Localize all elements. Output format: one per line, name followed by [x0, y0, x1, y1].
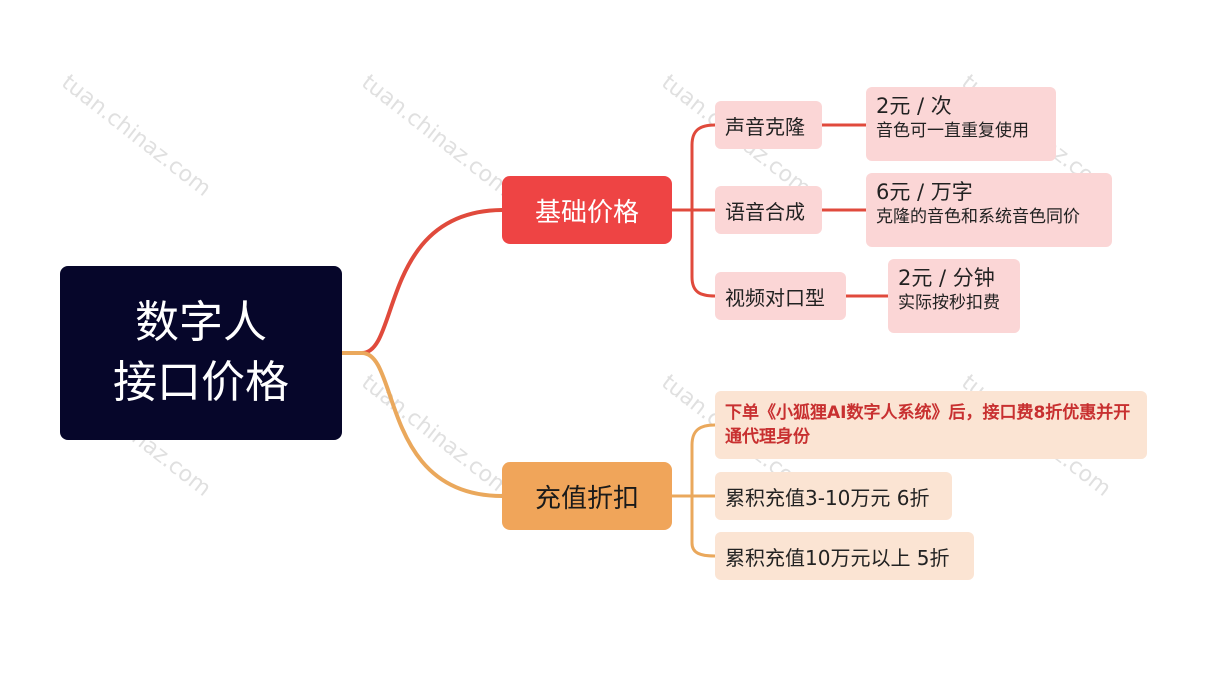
- connector-root-recharge: [340, 351, 504, 498]
- note-text: 音色可一直重复使用: [876, 121, 1029, 141]
- root-title-line2: 接口价格: [113, 357, 289, 408]
- connector-root-basic: [340, 208, 504, 355]
- price-text: 2元 / 次: [876, 94, 952, 118]
- detail-voice-clone: 2元 / 次 音色可一直重复使用: [866, 87, 1056, 161]
- item-voice-clone: 声音克隆: [715, 101, 822, 149]
- note-text: 实际按秒扣费: [898, 293, 1000, 313]
- item-system-order-discount: 下单《小狐狸AI数字人系统》后，接口费8折优惠并开通代理身份: [715, 391, 1147, 459]
- detail-video-lipsync: 2元 / 分钟 实际按秒扣费: [888, 259, 1020, 333]
- root-node: 数字人 接口价格: [60, 266, 342, 440]
- price-text: 2元 / 分钟: [898, 266, 995, 290]
- item-video-lipsync: 视频对口型: [715, 272, 846, 320]
- branch-recharge-discount: 充值折扣: [502, 462, 672, 530]
- item-recharge-10-plus: 累积充值10万元以上 5折: [715, 532, 974, 580]
- price-text: 6元 / 万字: [876, 180, 973, 204]
- detail-speech-synthesis: 6元 / 万字 克隆的音色和系统音色同价: [866, 173, 1112, 247]
- item-recharge-3-10: 累积充值3-10万元 6折: [715, 472, 952, 520]
- root-title-line1: 数字人: [135, 297, 267, 348]
- branch-basic-price: 基础价格: [502, 176, 672, 244]
- item-speech-synthesis: 语音合成: [715, 186, 822, 234]
- connector-recharge-items: [670, 423, 717, 558]
- note-text: 克隆的音色和系统音色同价: [876, 207, 1080, 227]
- connector-basic-items: [670, 123, 717, 298]
